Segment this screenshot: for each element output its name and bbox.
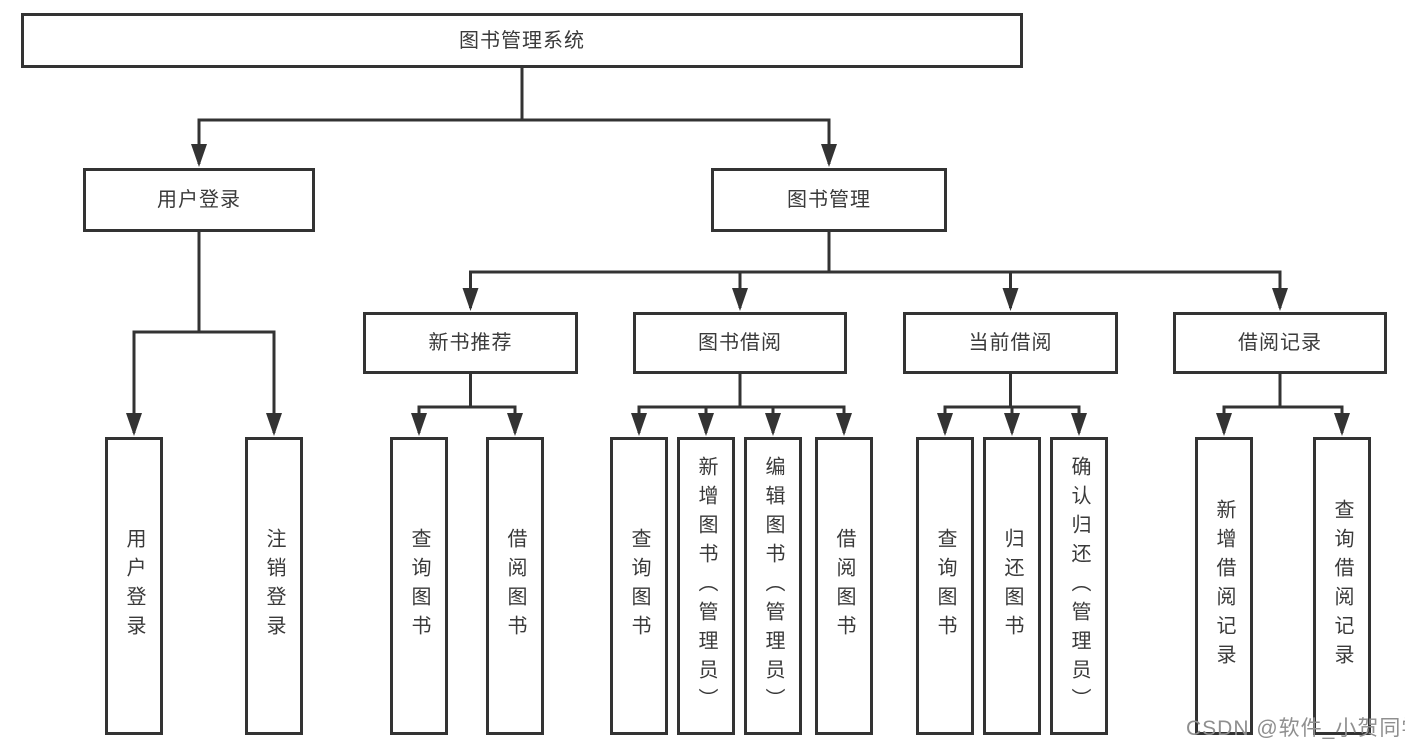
node-label-leaf-cb-query: 查询图书 (934, 528, 956, 644)
diagram-node-book-borrow: 图书借阅 (633, 312, 847, 374)
node-label-leaf-br-add: 新增借阅记录 (1213, 499, 1235, 673)
diagram-node-root: 图书管理系统 (21, 13, 1023, 68)
node-label-borrow-record: 借阅记录 (1238, 332, 1322, 354)
diagram-node-leaf-cb-confirm: 确认归还（管理员） (1050, 437, 1108, 735)
node-label-leaf-user-login: 用户登录 (123, 528, 145, 644)
node-label-leaf-br-query: 查询借阅记录 (1331, 499, 1353, 673)
diagram-node-leaf-nbr-borrow: 借阅图书 (486, 437, 544, 735)
node-label-book-mgmt: 图书管理 (787, 189, 871, 211)
diagram-node-current-borrow: 当前借阅 (903, 312, 1118, 374)
diagram-node-leaf-logout: 注销登录 (245, 437, 303, 735)
node-label-leaf-bb-add: 新增图书（管理员） (695, 455, 717, 717)
watermark: CSDN @软件_小贺同学 (1186, 717, 1405, 740)
node-label-leaf-cb-return: 归还图书 (1001, 528, 1023, 644)
node-label-leaf-bb-query: 查询图书 (628, 528, 650, 644)
node-label-leaf-cb-confirm: 确认归还（管理员） (1068, 455, 1090, 717)
diagram-node-leaf-br-add: 新增借阅记录 (1195, 437, 1253, 735)
node-label-book-borrow: 图书借阅 (698, 332, 782, 354)
node-label-leaf-bb-edit: 编辑图书（管理员） (762, 455, 784, 717)
diagram-node-borrow-record: 借阅记录 (1173, 312, 1387, 374)
node-label-new-book-rec: 新书推荐 (428, 332, 513, 354)
diagram-node-leaf-cb-query: 查询图书 (916, 437, 974, 735)
diagram-node-leaf-bb-query: 查询图书 (610, 437, 668, 735)
diagram-node-leaf-bb-edit: 编辑图书（管理员） (744, 437, 802, 735)
diagram-node-leaf-bb-borrow: 借阅图书 (815, 437, 873, 735)
diagram-node-book-mgmt: 图书管理 (711, 168, 947, 232)
diagram-node-leaf-br-query: 查询借阅记录 (1313, 437, 1371, 735)
diagram-node-leaf-bb-add: 新增图书（管理员） (677, 437, 735, 735)
node-label-leaf-bb-borrow: 借阅图书 (833, 528, 855, 644)
node-label-current-borrow: 当前借阅 (968, 332, 1053, 354)
node-label-leaf-logout: 注销登录 (263, 528, 285, 644)
diagram-node-leaf-user-login: 用户登录 (105, 437, 163, 735)
node-label-leaf-nbr-borrow: 借阅图书 (504, 528, 526, 644)
node-label-root: 图书管理系统 (459, 29, 585, 52)
diagram-node-leaf-nbr-query: 查询图书 (390, 437, 448, 735)
node-label-leaf-nbr-query: 查询图书 (408, 528, 430, 644)
diagram-node-user-login: 用户登录 (83, 168, 315, 232)
diagram-node-new-book-rec: 新书推荐 (363, 312, 578, 374)
diagram-node-leaf-cb-return: 归还图书 (983, 437, 1041, 735)
node-label-user-login: 用户登录 (157, 189, 241, 211)
